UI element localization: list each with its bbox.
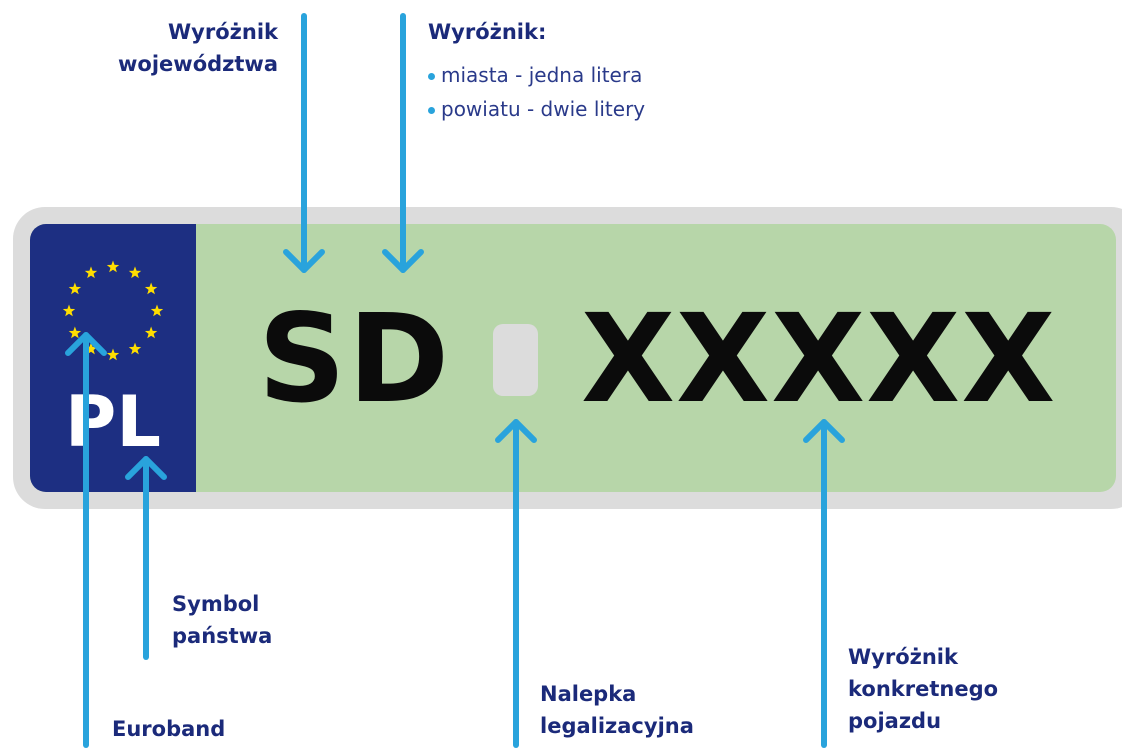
- eu-star-icon: [128, 266, 142, 279]
- euroband: PL: [30, 224, 196, 492]
- vehicle-code: XXXXX: [581, 288, 1057, 430]
- vehicle-label: Wyróżnik konkretnego pojazdu: [848, 641, 998, 737]
- eu-star-icon: [144, 326, 158, 339]
- vehicle-label-line-2: konkretnego: [848, 677, 999, 701]
- region-code: SD: [258, 288, 452, 430]
- district-item-city: miasta - jedna litera: [441, 63, 643, 87]
- district-label-title: Wyróżnik:: [428, 20, 547, 44]
- eu-star-icon: [144, 282, 158, 295]
- eu-star-icon: [62, 304, 76, 317]
- eu-star-icon: [128, 342, 142, 355]
- license-plate: PL SD XXXXX: [30, 224, 1116, 492]
- voivodeship-arrow-icon: [283, 13, 325, 273]
- eu-star-icon: [106, 260, 120, 273]
- district-list-item: miasta - jedna litera: [428, 58, 645, 92]
- eu-stars-icon: [62, 260, 164, 361]
- eu-star-icon: [68, 326, 82, 339]
- voivodeship-label-line-1: Wyróżnik: [168, 20, 278, 44]
- sticker-label-line-2: legalizacyjna: [540, 714, 694, 738]
- country-symbol-label-line-2: państwa: [172, 624, 273, 648]
- eu-star-icon: [84, 266, 98, 279]
- euroband-arrow-icon: [65, 332, 107, 748]
- vehicle-label-line-1: Wyróżnik: [848, 645, 958, 669]
- eu-star-icon: [68, 282, 82, 295]
- registration-sticker: [493, 324, 538, 396]
- country-symbol-arrow-icon: [125, 456, 167, 660]
- district-item-county: powiatu - dwie litery: [441, 97, 646, 121]
- district-arrow-icon: [382, 13, 424, 273]
- eu-star-icon: [106, 348, 120, 361]
- voivodeship-label: Wyróżnik województwa: [60, 16, 278, 80]
- vehicle-label-line-3: pojazdu: [848, 709, 942, 733]
- voivodeship-label-line-2: województwa: [118, 52, 278, 76]
- eu-star-icon: [84, 342, 98, 355]
- euroband-label: Euroband: [112, 717, 226, 741]
- eu-star-icon: [150, 304, 164, 317]
- district-list-item: powiatu - dwie litery: [428, 92, 645, 126]
- bullet-icon: [428, 73, 435, 80]
- country-symbol-label: Symbol państwa: [172, 588, 272, 652]
- sticker-label-line-1: Nalepka: [540, 682, 637, 706]
- sticker-label: Nalepka legalizacyjna: [540, 678, 694, 742]
- bullet-icon: [428, 107, 435, 114]
- country-symbol-label-line-1: Symbol: [172, 592, 260, 616]
- sticker-arrow-icon: [495, 419, 537, 748]
- country-code: PL: [65, 381, 161, 463]
- vehicle-arrow-icon: [803, 419, 845, 748]
- district-list: miasta - jedna litera powiatu - dwie lit…: [428, 58, 645, 126]
